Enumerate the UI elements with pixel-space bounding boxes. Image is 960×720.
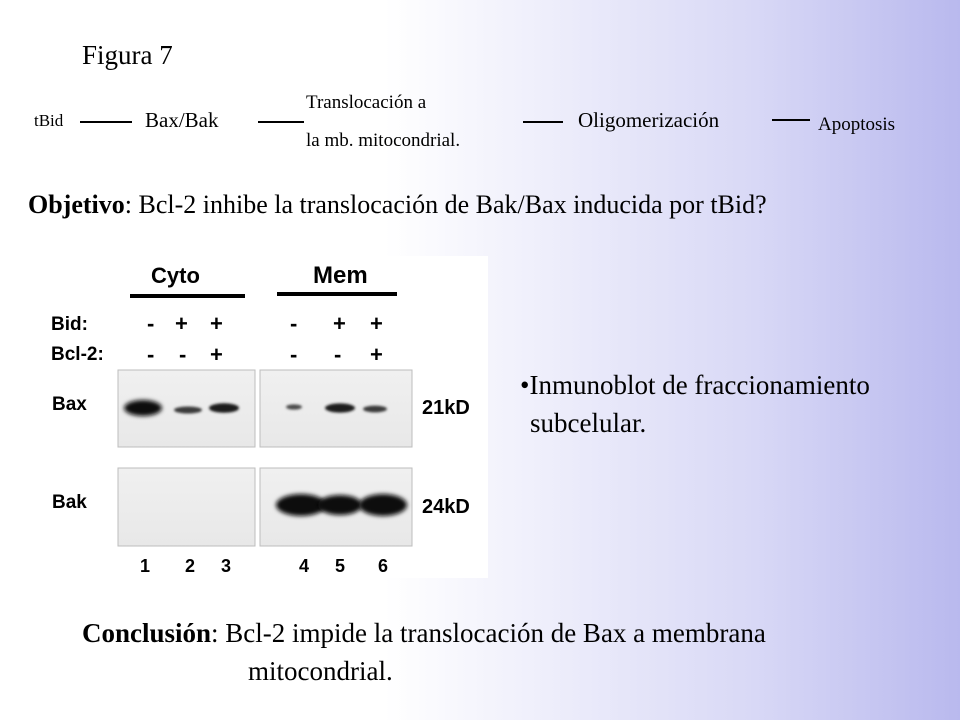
pathway-step-translocation-line1: Translocación a	[306, 92, 427, 113]
conclusion-text-1: : Bcl-2 impide la translocación de Bax a…	[211, 618, 766, 648]
pathway-connector	[80, 121, 132, 123]
header-cyto: Cyto	[151, 263, 200, 288]
pathway-connector	[772, 119, 810, 121]
conclusion-line-1: Conclusión: Bcl-2 impide la translocació…	[82, 614, 766, 652]
lane-number-1: 1	[140, 556, 150, 576]
bcl2-sign-lane2: -	[179, 342, 186, 367]
size-label-21kd: 21kD	[422, 397, 470, 419]
size-label-24kd: 24kD	[422, 496, 470, 518]
blot-cyto-bak-membrane	[117, 467, 256, 547]
pathway-step-baxbak: Bax/Bak	[145, 108, 219, 132]
objective-line: Objetivo: Bcl-2 inhibe la translocación …	[28, 190, 767, 220]
bullet-note: •Inmunoblot de fraccionamiento subcelula…	[520, 366, 940, 442]
conclusion-label: Conclusión	[82, 618, 212, 648]
bullet-line-1: •Inmunoblot de fraccionamiento	[520, 370, 870, 400]
bak-band-lane6	[359, 494, 407, 516]
bullet-line-2: subcelular.	[530, 408, 647, 438]
lane-number-3: 3	[221, 556, 231, 576]
bax-band-lane4	[286, 404, 302, 410]
lane-number-4: 4	[299, 556, 309, 576]
bid-sign-lane6: +	[370, 311, 383, 336]
bak-band-lane5	[318, 495, 362, 515]
pathway-step-translocation-line2: la mb. mitocondrial.	[306, 130, 461, 151]
bcl2-sign-lane4: -	[290, 342, 297, 367]
band-label-bax: Bax	[52, 394, 87, 415]
lane-number-6: 6	[378, 556, 388, 576]
lane-number-5: 5	[335, 556, 345, 576]
bid-sign-lane3: +	[210, 311, 223, 336]
pathway-step-tbid: tBid	[34, 111, 64, 130]
bax-band-lane6	[363, 405, 387, 413]
bcl2-sign-lane3: +	[210, 342, 223, 367]
lane-number-2: 2	[185, 556, 195, 576]
header-mem: Mem	[313, 262, 368, 289]
bax-band-lane1	[124, 400, 162, 416]
figure-title: Figura 7	[82, 40, 173, 70]
objective-text: : Bcl-2 inhibe la translocación de Bak/B…	[124, 190, 767, 219]
bax-band-lane3	[209, 403, 239, 413]
header-mem-bar	[277, 292, 397, 296]
bid-sign-lane1: -	[147, 311, 154, 336]
row-label-bid: Bid:	[51, 314, 88, 335]
objective-label: Objetivo	[28, 190, 125, 219]
bcl2-sign-lane1: -	[147, 342, 154, 367]
pathway-connector	[258, 121, 304, 123]
header-cyto-bar	[130, 294, 245, 298]
bax-band-lane5	[325, 403, 355, 413]
pathway-connector	[523, 121, 563, 123]
band-label-bak: Bak	[52, 492, 87, 513]
blot-image: Cyto Mem Bid: Bcl-2: - + + - + + - - + -…	[51, 262, 470, 576]
bid-sign-lane2: +	[175, 311, 188, 336]
pathway-step-oligomerization: Oligomerización	[578, 108, 720, 132]
bax-band-lane2	[174, 406, 202, 414]
conclusion-text-2: mitocondrial.	[248, 656, 393, 686]
bak-band-lane4	[276, 494, 326, 516]
western-blot-figure: Cyto Mem Bid: Bcl-2: - + + - + + - - + -…	[38, 256, 488, 578]
conclusion-block: Conclusión: Bcl-2 impide la translocació…	[82, 614, 766, 690]
bcl2-sign-lane6: +	[370, 342, 383, 367]
bid-sign-lane5: +	[333, 311, 346, 336]
bcl2-sign-lane5: -	[334, 342, 341, 367]
row-label-bcl2: Bcl-2:	[51, 344, 104, 365]
pathway-step-apoptosis: Apoptosis	[818, 114, 896, 135]
pathway-diagram: tBid Bax/Bak Translocación a la mb. mito…	[0, 0, 960, 170]
bid-sign-lane4: -	[290, 311, 297, 336]
